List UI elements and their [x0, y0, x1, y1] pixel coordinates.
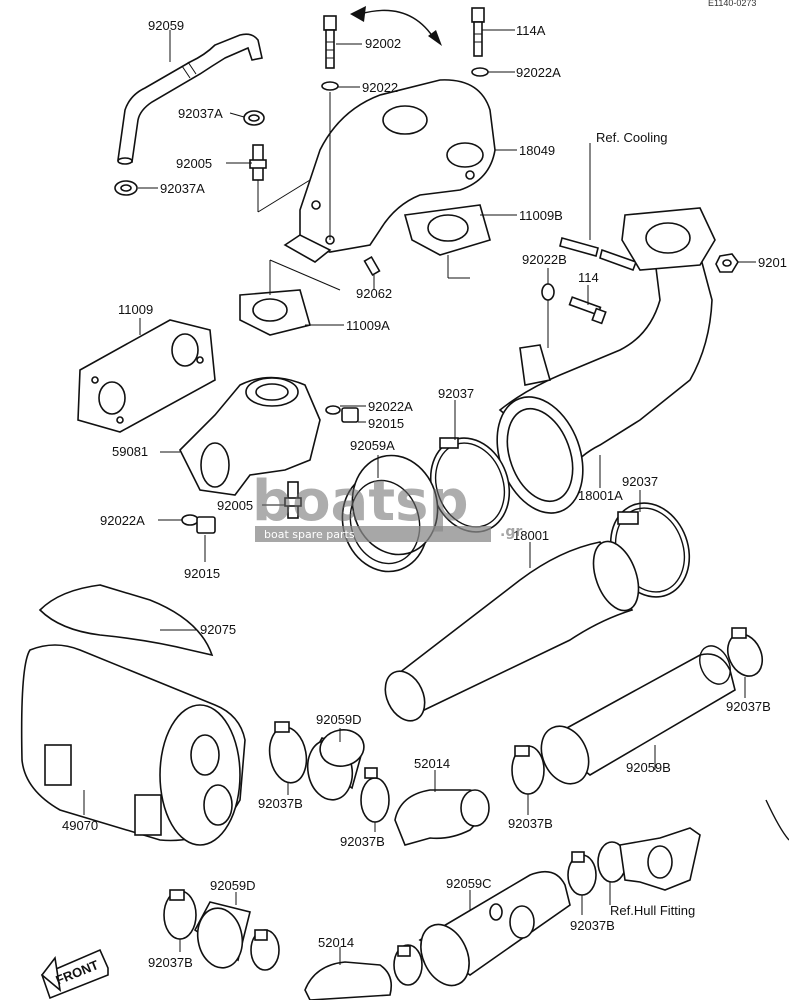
part-clamp-92037B-7 [567, 851, 597, 896]
label-18001A: 18001A [578, 488, 623, 503]
part-nut-92015-mid [341, 407, 359, 423]
label-92059: 92059 [148, 18, 184, 33]
part-pipe-18001 [384, 540, 640, 722]
label-11009A: 11009A [346, 318, 390, 333]
washer-92022A-low [181, 514, 199, 526]
label-114: 114 [578, 270, 599, 285]
label-49070: 49070 [62, 818, 98, 833]
part-bolt-114 [568, 296, 607, 325]
label-92005-mid: 92005 [217, 498, 253, 513]
label-92059A: 92059A [350, 438, 395, 453]
label-92002: 92002 [365, 36, 401, 51]
part-bolt-92062 [363, 255, 381, 277]
leader-lines [83, 29, 756, 965]
part-muffler-49070 [20, 644, 246, 846]
part-gasket-11009A [239, 289, 311, 336]
label-114A: 114A [516, 23, 546, 38]
part-clamp-92037B-6 [393, 944, 423, 986]
part-bolt-114A [471, 7, 485, 57]
part-pipe-18001A [496, 207, 716, 514]
label-18049: 18049 [519, 143, 555, 158]
washer-92022B [541, 283, 555, 301]
label-92059B: 92059B [626, 760, 671, 775]
part-hose-92059C [418, 870, 571, 987]
label-92037B-1: 92037B [258, 796, 303, 811]
front-arrow-icon: FRONT [40, 948, 109, 1000]
label-92059C: 92059C [446, 876, 492, 891]
label-59081: 59081 [112, 444, 148, 459]
label-92037B-2: 92037B [340, 834, 385, 849]
label-18001: 18001 [513, 528, 549, 543]
part-gasket-11009B [403, 204, 491, 256]
part-clamp-92037B-r [726, 627, 764, 677]
part-nut-92015-low [196, 516, 216, 534]
watermark-brand: boatsp [252, 469, 469, 534]
label-92059D-1: 92059D [316, 712, 362, 727]
label-92062: 92062 [356, 286, 392, 301]
part-fitting-92005-top [249, 144, 267, 181]
label-92059D-2: 92059D [210, 878, 256, 893]
label-92022A-mid: 92022A [368, 399, 413, 414]
part-labels: 92059 92002 114A 92022A 92022 92037A 180… [62, 18, 787, 970]
label-92075: 92075 [200, 622, 236, 637]
label-92005-top: 92005 [176, 156, 212, 171]
part-hose-92059D-1 [306, 729, 365, 801]
label-92022-top: 92022 [362, 80, 398, 95]
washer-92022-top [321, 81, 339, 91]
part-elbow-52014-2 [304, 961, 393, 1000]
part-fitting-92005-mid [284, 481, 302, 519]
label-11009: 11009 [118, 302, 153, 317]
part-gasket-11009 [77, 319, 216, 433]
label-92037-a: 92037 [438, 386, 474, 401]
part-hose-92059B [540, 645, 736, 785]
label-92037B-4: 92037B [570, 918, 615, 933]
label-9201: 9201 [758, 255, 787, 270]
label-ref-cooling: Ref. Cooling [596, 130, 668, 145]
watermark-tagline: boat spare parts [264, 528, 355, 541]
ref-cooling-tube [559, 237, 638, 272]
part-hose-92059 [117, 33, 263, 165]
part-manifold-59081 [179, 376, 321, 496]
label-92022B: 92022B [522, 252, 567, 267]
part-hose-92059D-2 [193, 901, 251, 969]
label-92037A-1: 92037A [178, 106, 223, 121]
edge-arrow-icon [765, 799, 789, 841]
part-manifold-18049 [283, 79, 496, 263]
label-ref-hull-fitting: Ref.Hull Fitting [610, 903, 695, 918]
label-92037B-3: 92037B [508, 816, 553, 831]
part-clamp-92037A-2 [114, 180, 138, 196]
part-clamp-92037B-2 [360, 767, 390, 823]
part-clamp-92037B-4 [163, 889, 197, 940]
part-bolt-92002 [323, 15, 337, 69]
label-92022A-low: 92022A [100, 513, 145, 528]
label-52014-2: 52014 [318, 935, 354, 950]
label-92037B-r: 92037B [726, 699, 771, 714]
label-11009B: 11009B [519, 208, 563, 223]
label-92037A-2: 92037A [160, 181, 205, 196]
part-clamp-92037B-5 [250, 929, 280, 971]
part-clamp-92037B-3 [511, 745, 545, 795]
label-92015-mid: 92015 [368, 416, 404, 431]
washer-92022A-mid [325, 405, 341, 415]
rotation-arrow-icon [350, 6, 442, 46]
diagram-code: E1140-0273 [708, 0, 756, 8]
ref-hull-fitting [597, 827, 701, 891]
part-elbow-52014-1 [394, 789, 490, 846]
watermark-logo: boatsp .gr boat spare parts [252, 469, 522, 542]
watermark-tld: .gr [500, 524, 522, 540]
part-clamp-92037A-1 [243, 110, 265, 126]
part-shield-92075 [38, 584, 214, 657]
label-52014-1: 52014 [414, 756, 450, 771]
part-clamp-92037B-1 [268, 721, 308, 784]
label-92022A-top: 92022A [516, 65, 561, 80]
label-92037B-5: 92037B [148, 955, 193, 970]
label-92037-b: 92037 [622, 474, 658, 489]
part-nut-9201 [715, 253, 739, 273]
washer-92022A-top [471, 67, 489, 77]
label-92015-low: 92015 [184, 566, 220, 581]
